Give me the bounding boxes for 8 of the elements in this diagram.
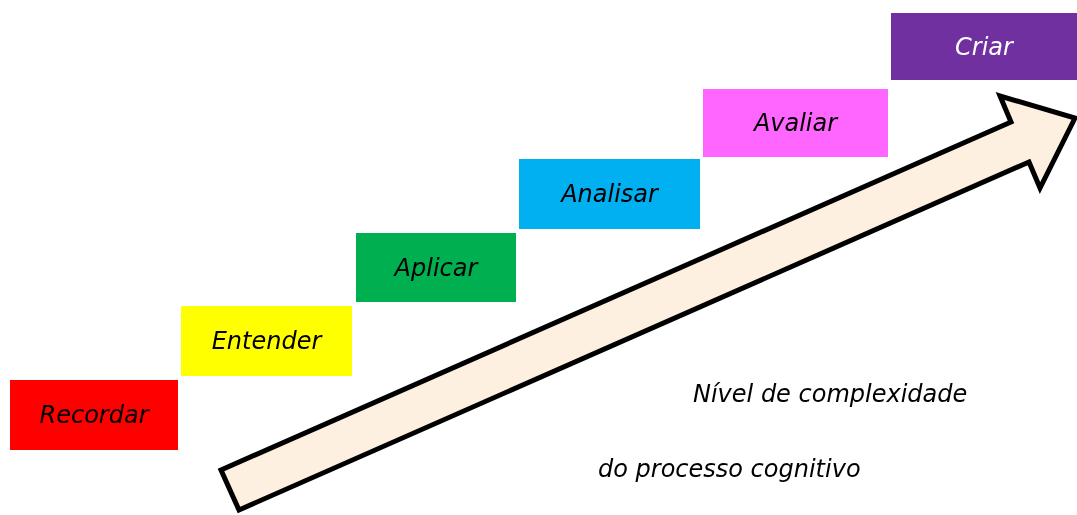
step-box: Aplicar: [356, 233, 516, 302]
axis-caption: do processo cognitivo: [598, 455, 861, 483]
step-box: Criar: [891, 13, 1077, 80]
step-box: Analisar: [519, 159, 700, 229]
step-box: Recordar: [10, 380, 178, 450]
axis-caption: Nível de complexidade: [693, 380, 968, 408]
step-box: Entender: [181, 306, 352, 376]
step-box: Avaliar: [703, 89, 888, 157]
